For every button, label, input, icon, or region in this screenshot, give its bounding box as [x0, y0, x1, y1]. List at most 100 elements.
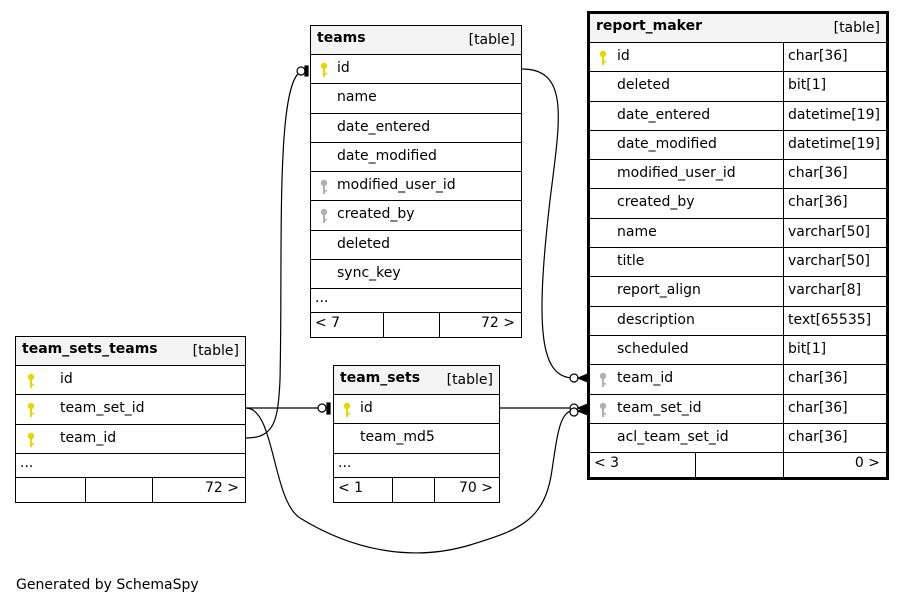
- column-type-cell: varchar[50]: [783, 218, 886, 248]
- column-row: modified_user_id char[36]: [590, 160, 886, 190]
- column-row: id: [311, 55, 521, 85]
- column-type: char[36]: [788, 370, 848, 387]
- table-header: team_sets [table]: [334, 366, 499, 395]
- one-marker: [326, 402, 331, 415]
- foreign-key-icon: [319, 208, 329, 224]
- footer-divider: [439, 313, 440, 338]
- column-name: created_by: [337, 206, 415, 223]
- footer-divider: [85, 477, 86, 502]
- column-type: char[36]: [788, 194, 848, 211]
- table-teams[interactable]: teams [table] id name date_entered date_mod…: [310, 25, 522, 339]
- foreign-key-icon: [598, 372, 608, 388]
- column-type: varchar[50]: [788, 253, 870, 270]
- column-type-cell: datetime[19]: [783, 101, 886, 130]
- column-row: deleted bit[1]: [590, 72, 886, 102]
- column-type: datetime[19]: [788, 106, 880, 123]
- column-type: char[36]: [788, 165, 848, 182]
- footer-divider: [783, 453, 784, 478]
- column-row: title varchar[50]: [590, 248, 886, 278]
- column-type-cell: char[36]: [783, 394, 886, 423]
- column-name: deleted: [617, 77, 670, 94]
- column-type-cell: char[36]: [783, 43, 886, 72]
- column-type: char[36]: [788, 399, 848, 416]
- column-name: title: [617, 253, 645, 270]
- column-name: name: [337, 89, 377, 106]
- table-name: teams: [317, 30, 366, 46]
- column-row: team_set_id char[36]: [590, 394, 886, 424]
- table-footer: < 7 72 >: [311, 313, 521, 338]
- column-type-cell: datetime[19]: [783, 130, 886, 160]
- child-count: 0 >: [854, 455, 880, 472]
- foreign-key-icon: [319, 179, 329, 195]
- column-row: deleted: [311, 231, 521, 261]
- column-type-cell: char[36]: [783, 160, 886, 189]
- link-end-circle: [569, 407, 579, 417]
- column-type-cell: char[36]: [783, 189, 886, 218]
- column-name: modified_user_id: [617, 165, 736, 182]
- column-name: date_modified: [617, 135, 717, 152]
- parent-count: < 3: [594, 455, 620, 472]
- column-name: date_modified: [337, 147, 437, 164]
- column-name: scheduled: [617, 340, 689, 357]
- column-type-cell: char[36]: [783, 423, 886, 453]
- link-team-sets-teams-report-maker: [245, 407, 575, 554]
- table-name: team_sets_teams: [22, 341, 158, 357]
- column-name: team_id: [60, 429, 117, 446]
- primary-key-icon: [26, 432, 36, 448]
- table-footer: < 1 70 >: [334, 477, 499, 502]
- column-type: text[65535]: [788, 311, 872, 328]
- more-columns: ...: [311, 289, 521, 314]
- column-name: team_set_id: [60, 400, 145, 417]
- one-marker: [304, 65, 309, 77]
- primary-key-icon: [26, 373, 36, 389]
- column-row: date_modified: [311, 143, 521, 173]
- child-count: 70 >: [459, 479, 493, 496]
- column-list: id name date_entered date_modified modified_…: [311, 55, 521, 290]
- footer-divider: [434, 477, 435, 502]
- table-team-sets[interactable]: team_sets [table] id team_md5 ... < 1 70 …: [333, 365, 500, 503]
- column-row: team_md5: [334, 424, 499, 454]
- column-name: team_md5: [360, 429, 435, 446]
- column-name: team_set_id: [617, 399, 702, 416]
- table-kind: [table]: [446, 372, 493, 388]
- child-count: 72 >: [481, 315, 515, 332]
- column-type-cell: bit[1]: [783, 72, 886, 101]
- column-name: team_id: [617, 370, 674, 387]
- column-row: date_entered: [311, 114, 521, 143]
- table-header: teams [table]: [311, 26, 521, 55]
- table-name: report_maker: [596, 18, 703, 34]
- column-row: created_by: [311, 201, 521, 231]
- column-row: id: [334, 395, 499, 425]
- column-row: acl_team_set_id char[36]: [590, 423, 886, 454]
- link-end-circle: [296, 66, 306, 76]
- more-columns: ...: [334, 454, 499, 478]
- column-name: id: [337, 60, 350, 76]
- footer-divider: [152, 477, 153, 502]
- column-row: scheduled bit[1]: [590, 335, 886, 366]
- column-type: bit[1]: [788, 340, 827, 357]
- column-row: sync_key: [311, 260, 521, 290]
- link-teams-report-maker: [521, 68, 575, 379]
- column-name: sync_key: [337, 265, 401, 282]
- column-type: varchar[8]: [788, 282, 862, 299]
- parent-count: < 7: [315, 315, 341, 332]
- column-name: modified_user_id: [337, 177, 456, 194]
- footer-divider: [383, 313, 384, 338]
- primary-key-icon: [319, 62, 329, 78]
- column-type: datetime[19]: [788, 135, 880, 152]
- table-footer: 72 >: [16, 477, 245, 502]
- column-name: acl_team_set_id: [617, 428, 729, 445]
- column-type: char[36]: [788, 48, 848, 64]
- column-name: deleted: [337, 235, 390, 252]
- column-row: team_id char[36]: [590, 365, 886, 395]
- column-list: id team_md5: [334, 395, 499, 454]
- column-row: name: [311, 84, 521, 114]
